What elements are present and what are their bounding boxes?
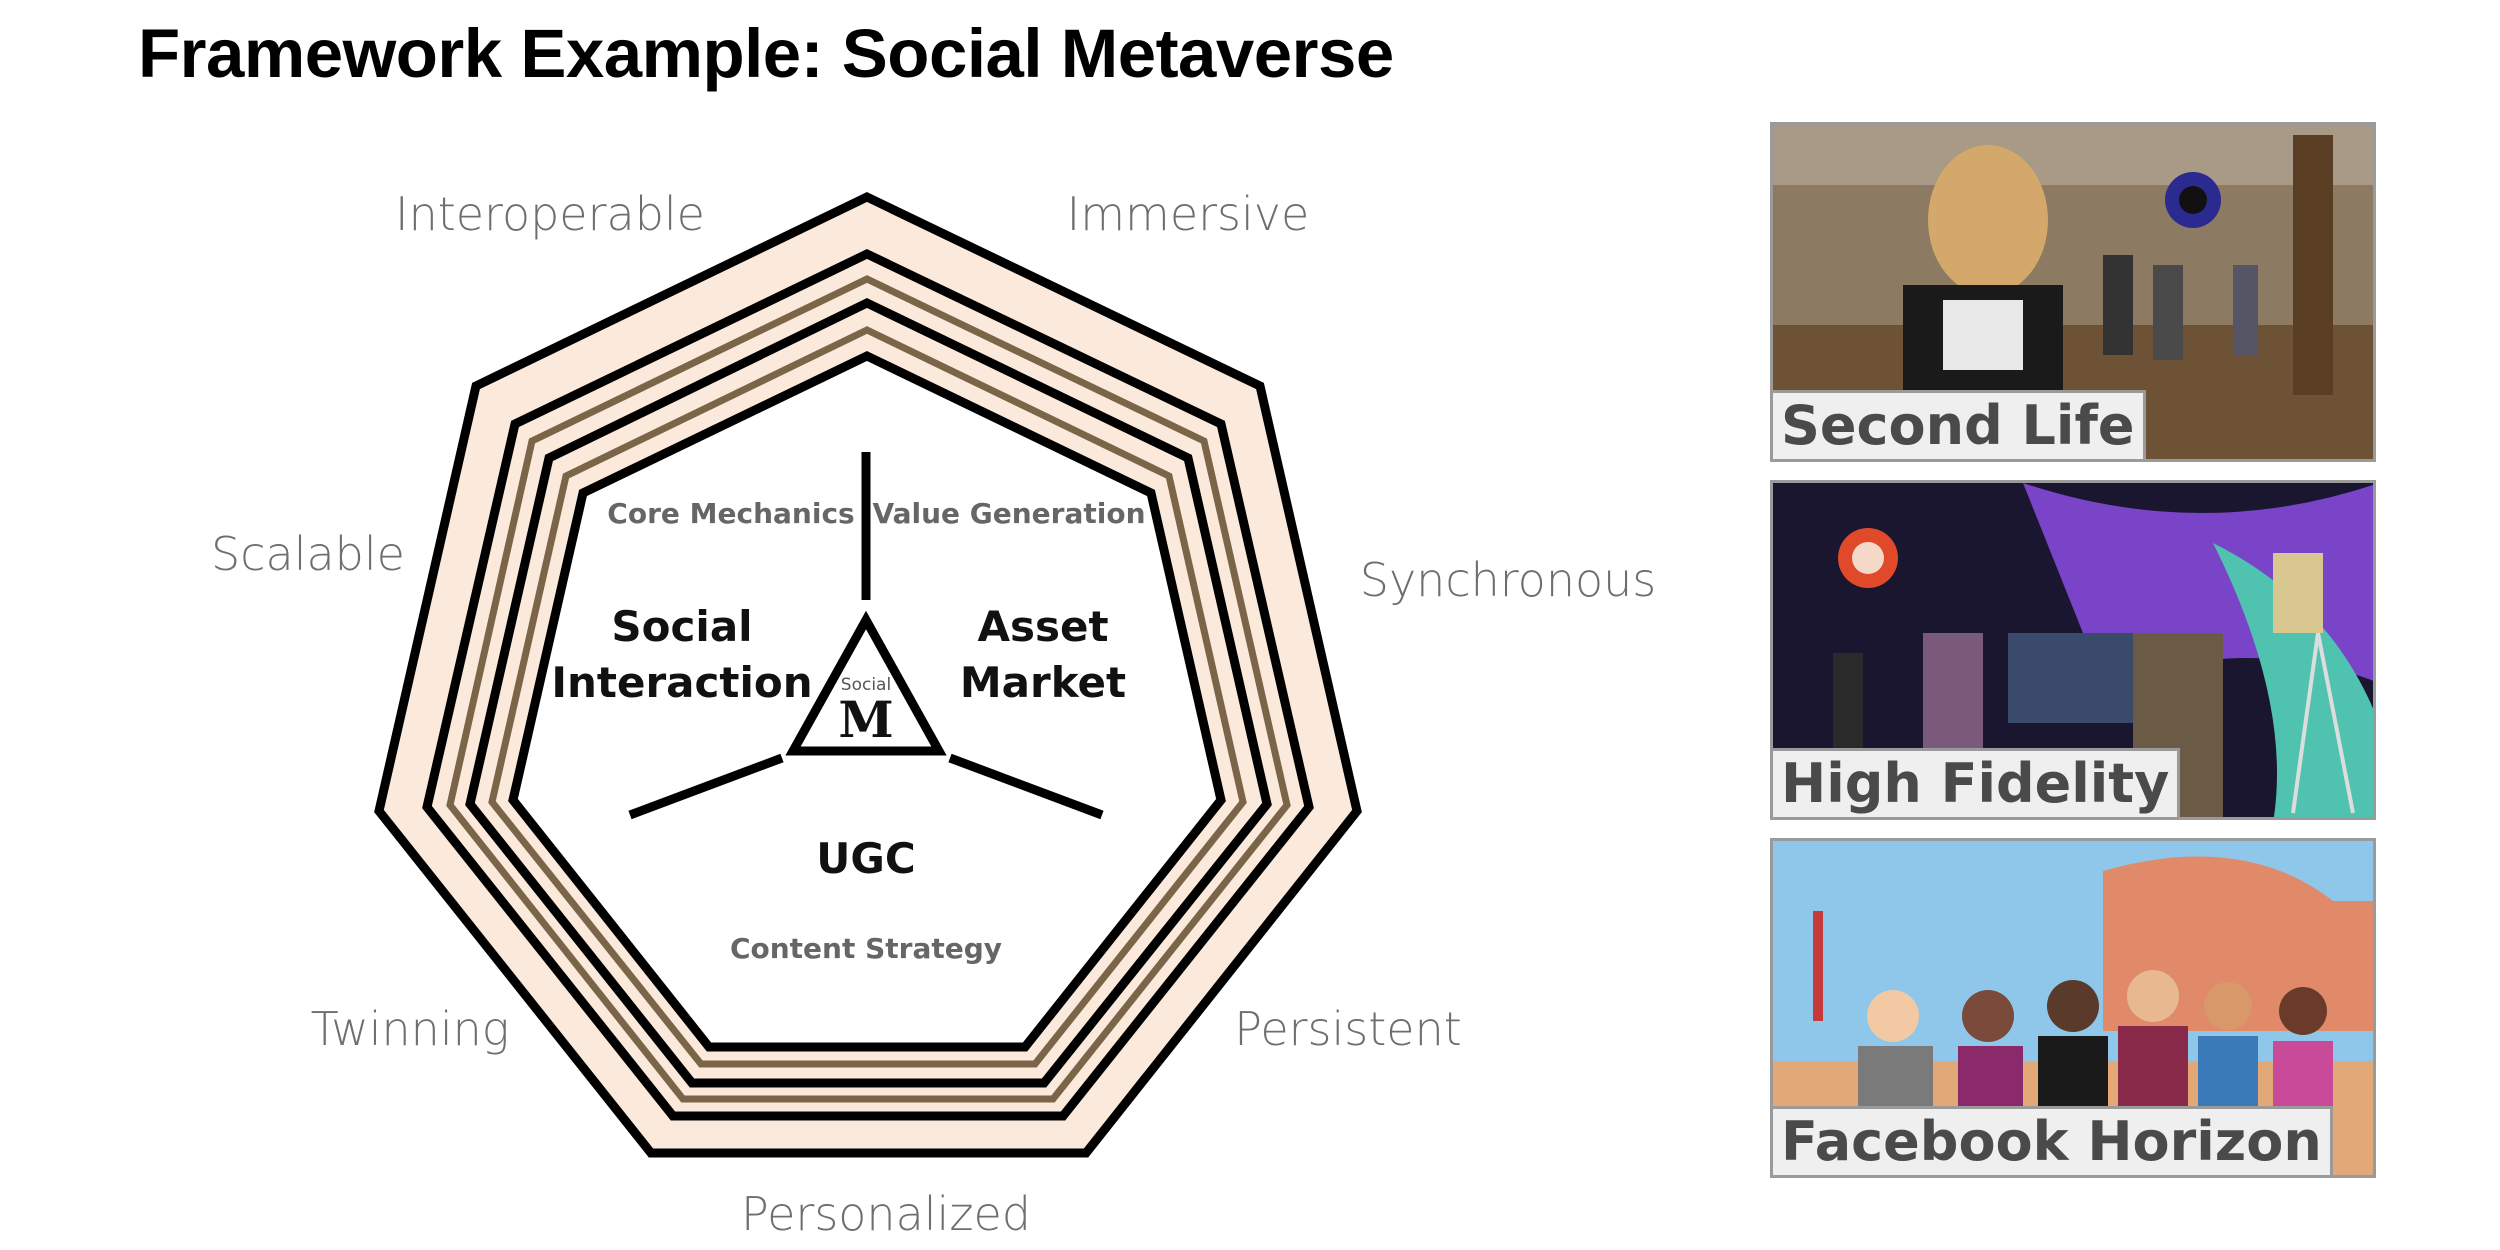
ring-outline-4	[465, 297, 1272, 1088]
sublabel-value-generation: Value Generation	[872, 497, 1145, 530]
section-asset-market-line2: Market	[960, 658, 1126, 707]
ring-outline-6	[508, 351, 1226, 1052]
logo-triangle	[785, 610, 947, 756]
axis-label-scalable: Scalable	[211, 527, 405, 581]
example-card-facebook-horizon: Facebook Horizon	[1770, 838, 2376, 1178]
section-social-interaction-line2: Interaction	[551, 658, 812, 707]
axis-label-twinning: Twinning	[311, 1002, 510, 1056]
spoke-left	[628, 753, 784, 820]
section-ugc: UGC	[816, 834, 915, 883]
example-caption-high-fidelity: High Fidelity	[1773, 748, 2181, 817]
framework-diagram: Immersive Synchronous Persistent Persona…	[211, 187, 1656, 1241]
axis-label-synchronous: Synchronous	[1360, 553, 1656, 607]
ring-outline-5	[488, 326, 1247, 1068]
sublabel-content-strategy: Content Strategy	[730, 932, 1002, 965]
example-caption-second-life: Second Life	[1773, 390, 2146, 459]
example-card-high-fidelity: High Fidelity	[1770, 480, 2376, 820]
section-asset-market-line1: Asset	[977, 602, 1108, 651]
axis-label-persistent: Persistent	[1234, 1002, 1462, 1056]
ring-outline-3	[446, 275, 1291, 1103]
example-card-second-life: Second Life	[1770, 122, 2376, 462]
ring-outline-2	[422, 249, 1314, 1121]
sublabel-core-mechanics: Core Mechanics	[607, 497, 854, 530]
example-caption-facebook-horizon: Facebook Horizon	[1773, 1106, 2333, 1175]
logo-glyph: M	[838, 690, 893, 749]
logo-word: Social	[841, 675, 891, 695]
axis-label-immersive: Immersive	[1067, 187, 1310, 241]
page-title: Framework Example: Social Metaverse	[138, 15, 1394, 92]
axis-label-personalized: Personalized	[741, 1187, 1031, 1241]
axis-label-interoperable: Interoperable	[395, 187, 705, 241]
ring-outline-1	[374, 192, 1362, 1158]
spoke-right	[948, 753, 1104, 820]
section-social-interaction-line1: Social	[611, 602, 752, 651]
